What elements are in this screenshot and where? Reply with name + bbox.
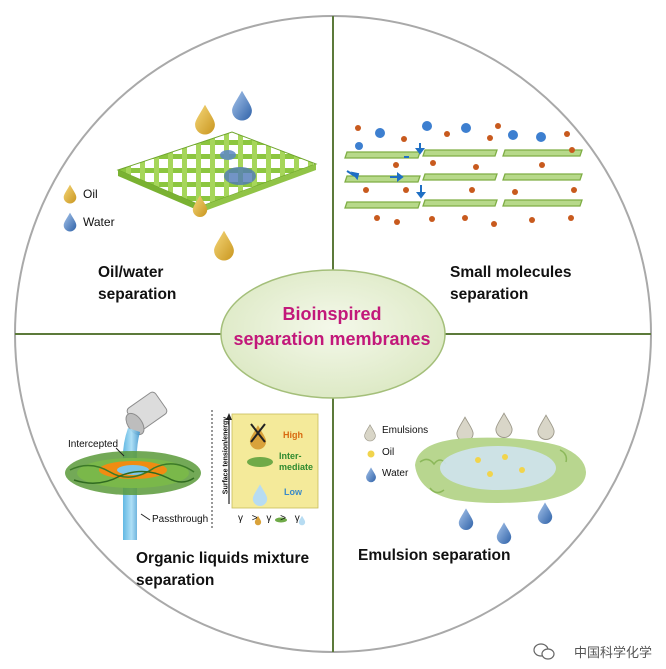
small-molecules-title-line1: Small molecules (450, 264, 572, 281)
water-legend-label: Water (83, 215, 115, 229)
water-pool (224, 167, 256, 185)
intermediate-label-line1: Inter- (279, 451, 302, 461)
organic-liquids-title: Organic liquids mixture separation (136, 548, 309, 592)
fiber-membrane (65, 451, 201, 495)
water-on-membrane (220, 150, 236, 160)
watermark-text: 中国科学化学 (573, 646, 652, 661)
oil-water-membrane (116, 131, 318, 212)
graphene-layers (344, 149, 583, 209)
center-title: Bioinspired separation membranes (226, 302, 438, 352)
center-title-line2: separation membranes (233, 329, 431, 349)
water-legend-label: Water (382, 468, 409, 479)
oil-legend-icon (367, 450, 375, 458)
oil-legend-label: Oil (382, 447, 395, 458)
emulsions-legend-label: Emulsions (382, 425, 429, 436)
watermark: 中国科学化学 (574, 642, 652, 661)
intermediate-label: Inter- mediate (279, 451, 313, 473)
oil-water-title-line2: separation (98, 286, 177, 303)
gamma-relation: γ > γ > γ (238, 513, 303, 524)
wechat-logo-icon (533, 643, 555, 660)
intercepted-label: Intercepted (68, 439, 119, 450)
axis-arrowhead (226, 413, 232, 420)
organic-liquids-title-line2: separation (136, 572, 215, 589)
oil-water-title-line1: Oil/water (98, 264, 164, 281)
blue-molecule-dots (355, 121, 546, 150)
center-ellipse (220, 269, 446, 399)
organic-liquids-title-line1: Organic liquids mixture (136, 550, 310, 567)
passthrough-pointer (140, 513, 151, 521)
high-tension-drop-icon (249, 423, 267, 450)
gamma-symbol-icons (254, 515, 306, 526)
flow-arrow-icons (346, 143, 426, 199)
small-molecules-title: Small molecules separation (450, 262, 571, 306)
intercepted-pointer (115, 447, 125, 457)
emulsion-pool (440, 446, 556, 490)
intermediate-membrane-icon (247, 457, 273, 467)
oil-water-title: Oil/water separation (98, 262, 176, 306)
surface-tension-axis-label: Surface tension/energy (222, 416, 230, 495)
orange-molecule-dots (355, 123, 577, 227)
intermediate-label-line2: mediate (279, 462, 314, 472)
passthrough-label: Passthrough (152, 514, 209, 525)
center-title-line1: Bioinspired (282, 304, 382, 324)
emulsion-title: Emulsion separation (358, 547, 511, 564)
oil-legend-label: Oil (83, 187, 98, 201)
surface-tension-panel (231, 413, 319, 509)
high-label: High (283, 430, 303, 440)
low-label: Low (284, 487, 302, 497)
small-molecules-title-line2: separation (450, 286, 529, 303)
emulsion-membrane (415, 437, 586, 503)
